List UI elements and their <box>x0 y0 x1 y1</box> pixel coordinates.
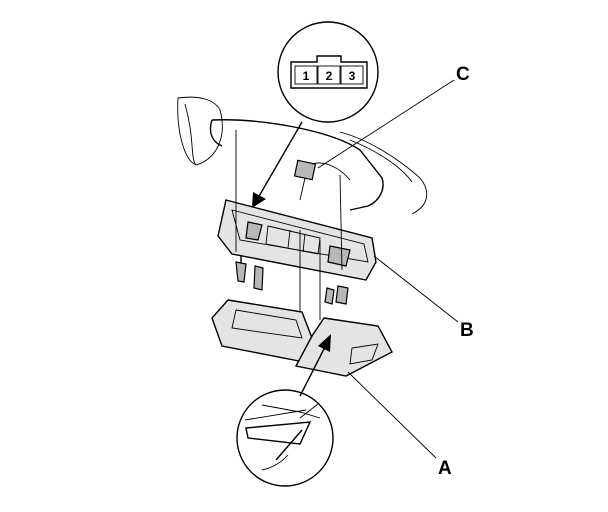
callout-a: A <box>438 458 452 479</box>
roof-headliner <box>177 96 428 215</box>
callout-c: C <box>456 64 470 85</box>
pin-1-label: 1 <box>303 69 310 83</box>
mounting-screws <box>235 130 349 320</box>
arrow-head-connector <box>252 192 266 208</box>
arrow-head-lens <box>318 334 331 352</box>
release-detail-inset <box>236 389 334 487</box>
pin-3-label: 3 <box>349 69 356 83</box>
harness-connector-c <box>293 159 317 181</box>
pin-1-cell <box>294 65 318 85</box>
callout-b: B <box>460 320 474 341</box>
connector-detail-inset: 1 2 3 <box>277 21 379 123</box>
pointer-arrows <box>252 121 331 397</box>
overhead-console-b <box>217 159 377 281</box>
map-light-lens-left <box>211 299 313 363</box>
map-light-lens-a <box>294 317 393 377</box>
leader-lines <box>317 79 459 459</box>
pin-3-cell <box>340 65 364 85</box>
pin-2-label: 2 <box>326 69 333 83</box>
pin-2-cell <box>317 65 341 85</box>
